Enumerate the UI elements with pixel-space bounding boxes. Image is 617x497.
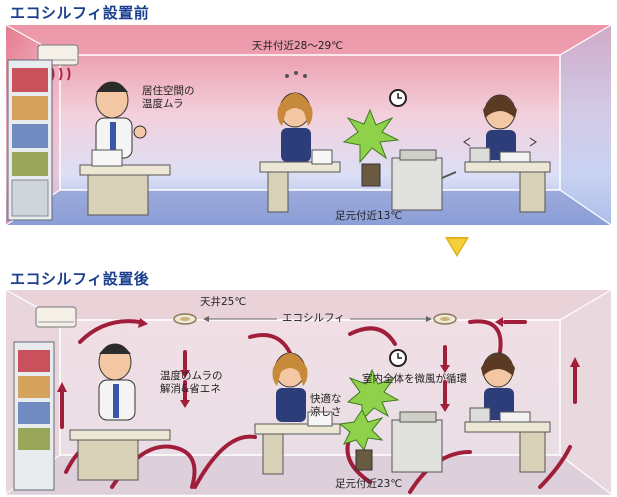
copier-icon xyxy=(391,149,457,211)
after-installation-panel: エコシルフィ設置後 天井25℃ エコシルフィ 温度のムラの 解消&省エネ 快適な… xyxy=(0,262,617,497)
ceiling-temperature-label: 天井付近28～29℃ xyxy=(252,40,344,52)
desk-icon xyxy=(464,407,551,473)
bookshelf-icon xyxy=(7,59,53,221)
bookshelf-icon xyxy=(13,341,55,491)
desk-icon xyxy=(464,147,551,213)
device-label: エコシルフィ xyxy=(282,312,345,324)
person-icon xyxy=(95,81,147,159)
desk-icon xyxy=(254,411,341,475)
clock-icon xyxy=(389,349,407,367)
uneven-temperature-label: 居住空間の 温度ムラ xyxy=(142,85,195,110)
arrow-down-icon xyxy=(445,237,469,257)
desk-icon xyxy=(259,149,341,213)
copier-icon xyxy=(391,411,443,473)
plant-icon xyxy=(342,108,400,187)
before-heading: エコシルフィ設置前 xyxy=(10,4,150,22)
after-illustration xyxy=(5,289,612,495)
air-conditioner-icon xyxy=(35,306,77,328)
clock-icon xyxy=(389,89,407,107)
person-icon xyxy=(277,71,313,162)
ceiling-fan-icon xyxy=(433,313,457,325)
comfort-label: 快適な 涼しさ xyxy=(310,393,342,418)
desk-icon xyxy=(69,429,171,481)
ceiling-fan-icon xyxy=(173,313,197,325)
before-illustration xyxy=(5,24,612,226)
after-heading: エコシルフィ設置後 xyxy=(10,270,150,288)
result-label: 温度のムラの 解消&省エネ xyxy=(160,370,223,395)
ceiling-temperature-label: 天井25℃ xyxy=(200,296,247,308)
before-installation-panel: エコシルフィ設置前 天井付近28～29℃ 居住空間の 温度ムラ 足元付近13℃ xyxy=(0,0,617,230)
person-icon xyxy=(98,343,136,421)
person-icon xyxy=(272,352,308,422)
plant-icon xyxy=(338,368,400,471)
floor-temperature-label: 足元付近23℃ xyxy=(335,478,403,490)
person-icon xyxy=(463,94,537,160)
desk-icon xyxy=(79,149,171,216)
floor-temperature-label: 足元付近13℃ xyxy=(335,210,403,222)
circulation-label: 室内全体を微風が循環 xyxy=(362,373,467,385)
